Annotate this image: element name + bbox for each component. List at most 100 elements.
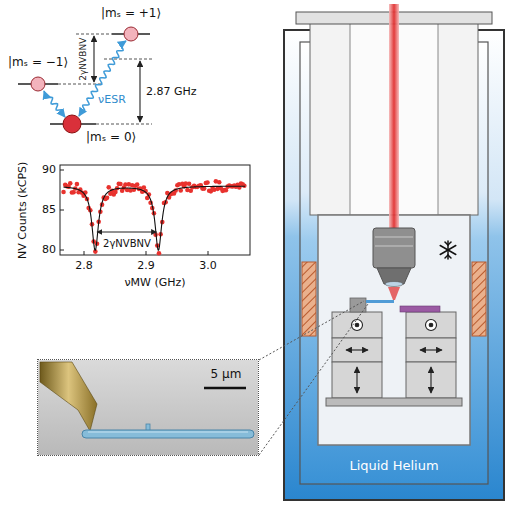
snowflake-icon [448, 255, 451, 258]
axis-symbols [355, 323, 359, 327]
micrograph [82, 430, 254, 438]
snowflake-icon [440, 246, 456, 255]
cantilever-and-sample [400, 306, 440, 312]
plot-frame [60, 165, 250, 255]
x-tick-label: 2.8 [75, 260, 93, 273]
data-points [205, 180, 210, 185]
cantilever-and-sample [366, 300, 394, 303]
data-points [135, 182, 140, 187]
dashed-guides [76, 34, 112, 35]
fit-curve [64, 186, 246, 250]
splitting-label: 2γNVBNV [103, 238, 151, 250]
micrograph [204, 387, 246, 390]
dashed-guides [96, 124, 152, 125]
inset-leader-lines [259, 304, 368, 455]
spin-state-dots [124, 27, 138, 41]
scale-bar-label: 5 μm [211, 368, 242, 382]
spin-state-label: |mₛ = +1⟩ [101, 7, 161, 21]
transition-label: νESR [98, 94, 126, 107]
plot-frame [60, 165, 250, 255]
x-tick-label: 3.0 [199, 260, 217, 273]
cryostat [284, 4, 504, 500]
inset-leader-lines [259, 301, 368, 455]
data-points [68, 181, 73, 186]
positioner-stacks [406, 362, 456, 398]
data-points [187, 181, 192, 186]
splitting-arrow [97, 232, 157, 233]
plot-frame [60, 250, 64, 251]
bath-label: Liquid Helium [349, 459, 438, 474]
cryostat [472, 262, 486, 336]
data-points [75, 182, 80, 187]
inset-leader-lines [259, 301, 364, 360]
splitting-arrows [139, 61, 140, 122]
y-tick-label: 80 [42, 244, 56, 257]
data-points [61, 190, 66, 195]
positioner-stacks [326, 312, 462, 406]
x-tick-label: 2.9 [137, 260, 155, 273]
x-axis-title: νMW (GHz) [124, 277, 185, 290]
splitting-arrows [94, 36, 140, 122]
data-points [106, 185, 111, 190]
plot-frame [146, 251, 147, 255]
cryostat [385, 282, 403, 287]
y-axis-title: NV Counts (kCPS) [18, 161, 31, 258]
splitting-arrows [93, 36, 94, 82]
cryostat [375, 246, 413, 247]
cantilever-and-sample [350, 298, 440, 312]
positioner-stacks [332, 312, 382, 338]
zero-field-splitting: 2.87 GHz [146, 86, 197, 99]
positioner-stacks [332, 362, 382, 398]
plot-frame [60, 210, 64, 211]
micrograph [38, 360, 258, 455]
snowflake-icon [448, 242, 451, 245]
snowflake-icon [440, 246, 456, 255]
zeeman-splitting-label: 2γNVBNV [78, 37, 88, 80]
cantilever-and-sample [350, 298, 366, 312]
data-points [217, 180, 222, 185]
data-points [157, 251, 162, 256]
micrograph [88, 431, 248, 432]
esr-transition [44, 91, 65, 117]
axis-symbols [346, 320, 442, 394]
axis-symbols [346, 349, 368, 350]
micrograph [40, 362, 97, 431]
positioner-stacks [332, 338, 382, 362]
axis-symbols [420, 349, 442, 350]
axis-symbols [426, 320, 437, 331]
spin-state-label: |mₛ = −1⟩ [8, 56, 68, 70]
helium-bath: Liquid Helium [300, 450, 488, 482]
cryostat [318, 215, 470, 445]
micrograph [38, 360, 258, 455]
axis-symbols [429, 323, 433, 327]
positioner-stacks [406, 312, 456, 338]
spin-state-dots [31, 27, 138, 133]
cryostat [389, 4, 399, 230]
snowflake-icon [440, 241, 456, 259]
cryostat [373, 228, 415, 268]
data-points [105, 196, 110, 201]
positioner-stacks [326, 398, 462, 406]
axis-symbols [430, 367, 431, 393]
y-tick-label: 85 [42, 204, 56, 217]
spin-state-dots [63, 115, 81, 133]
y-tick-label: 90 [42, 164, 56, 177]
data-points [61, 179, 246, 255]
dashed-guides [58, 34, 152, 124]
data-points [118, 182, 123, 187]
cryostat [388, 287, 400, 300]
positioner-stacks [406, 338, 456, 362]
plot-frame [208, 251, 209, 255]
spin-state-label: |mₛ = 0⟩ [86, 131, 136, 145]
spin-state-dots [31, 77, 45, 91]
cryostat [302, 262, 316, 336]
dashed-guides [104, 59, 152, 60]
plot-frame [60, 170, 64, 171]
micrograph-inset: 5 μm [37, 359, 259, 456]
cryostat [375, 237, 413, 238]
axis-symbols [356, 367, 357, 393]
energy-levels [18, 34, 150, 124]
plot-frame [84, 251, 85, 255]
